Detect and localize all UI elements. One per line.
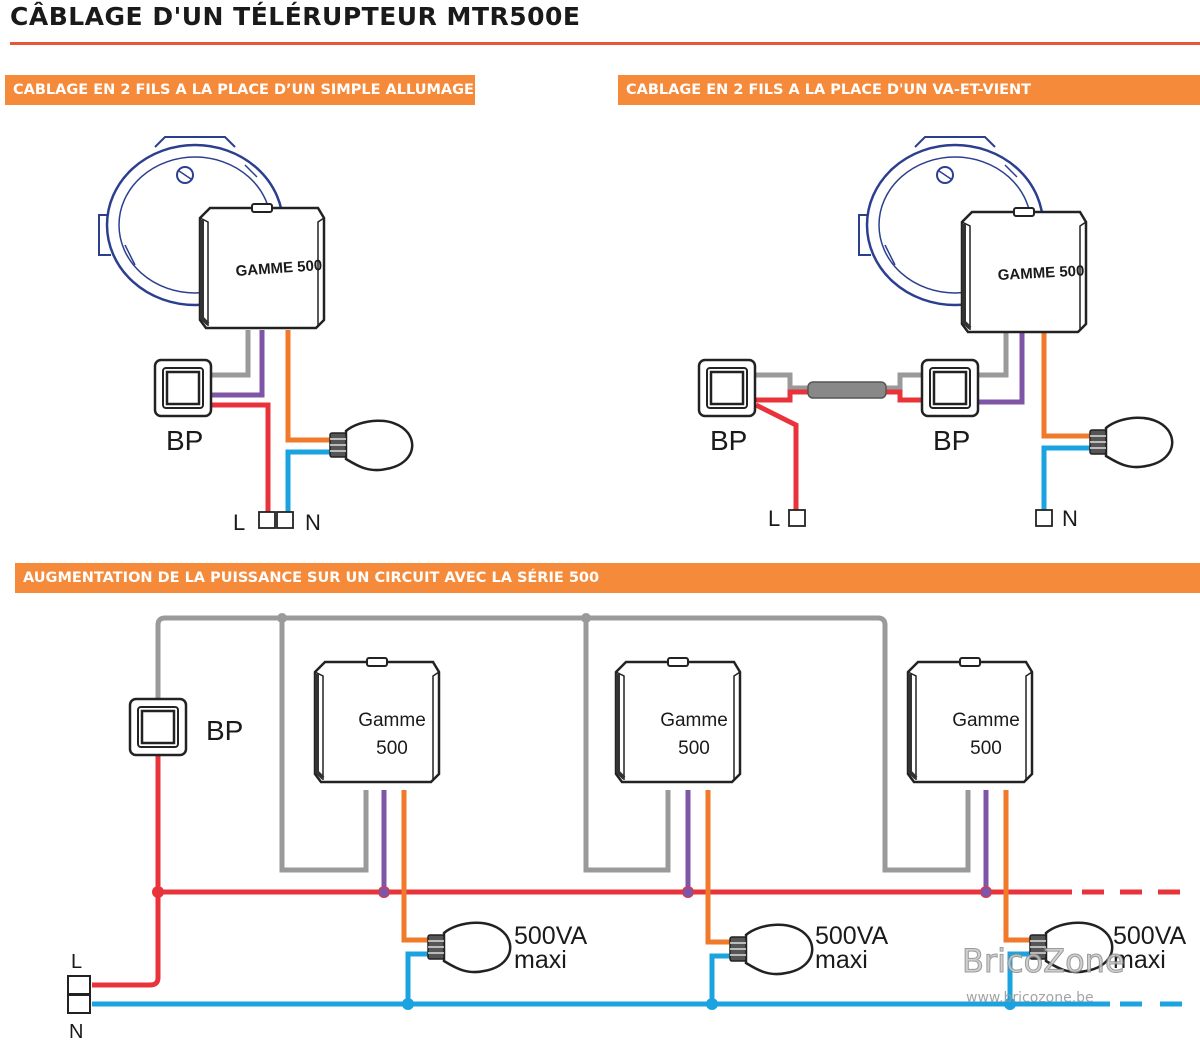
wire-orange-lamp-3 (1003, 790, 1030, 943)
live-label-1: L (233, 510, 245, 535)
wire-gray-2b (978, 330, 1009, 378)
module-b-line2: 500 (678, 738, 710, 759)
module-b-line1: Gamme (660, 710, 728, 731)
neutral-label-2: N (1062, 506, 1078, 531)
purple-junctions (379, 887, 991, 897)
neutral-label-3: N (69, 1021, 83, 1042)
module-label-2: GAMME 500 (997, 262, 1084, 284)
wire-neutral-2 (1041, 445, 1090, 510)
lamp-a-power: 500VA (514, 922, 588, 950)
terminal-n-3 (67, 994, 91, 1014)
title-rule (10, 42, 1200, 45)
wire-gray-drop-1 (279, 618, 369, 873)
wire-orange-1 (285, 330, 330, 443)
wire-orange-2 (1041, 330, 1090, 439)
bp-switch-1 (153, 358, 213, 418)
wire-live-vertical (92, 756, 161, 988)
wire-neutral-1 (285, 449, 330, 512)
gray-junctions (277, 613, 591, 623)
module-a-line1: Gamme (358, 710, 426, 731)
wire-gray-bus (155, 615, 971, 873)
wire-live-1 (212, 402, 271, 512)
module-c-line1: Gamme (952, 710, 1020, 731)
live-label-3: L (71, 951, 82, 973)
bp-switch-2a (697, 358, 757, 418)
neutral-label-1: N (305, 510, 321, 535)
wire-orange-lamp-2 (705, 790, 730, 945)
lamp-a-max: maxi (514, 946, 567, 974)
cable-sheath (807, 381, 887, 399)
section-puissance: Gamme 500 Gamme 500 Gamme 500 BP 500VA m… (67, 613, 1187, 1042)
wire-gray-drop-2 (583, 618, 671, 873)
section-banner-va-et-vient: CABLAGE EN 2 FILS A LA PLACE D'UN VA-ET-… (618, 75, 1200, 105)
wire-orange-lamp-1 (401, 790, 428, 943)
lamp-2 (1088, 416, 1174, 469)
watermark-brand: BricoZone (962, 942, 1125, 980)
wire-neutral-lamp-1 (405, 951, 428, 1004)
section-va-et-vient: GAMME 500 BP BP L N (697, 135, 1174, 531)
lamp-c-power: 500VA (1113, 922, 1187, 950)
bp-label-1: BP (166, 425, 203, 456)
lamp-b (728, 923, 814, 976)
neutral-junctions (402, 998, 1016, 1010)
bp-label-2b: BP (933, 425, 970, 456)
wire-purple-2 (978, 330, 1025, 405)
lamp-b-max: maxi (815, 946, 868, 974)
terminal-l-2 (788, 509, 806, 527)
wire-gray-1 (212, 330, 251, 378)
bp-label-3: BP (206, 715, 243, 746)
terminal-n-2 (1035, 509, 1053, 527)
section-simple-allumage: GAMME 500 BP L N (97, 135, 414, 535)
module-c-line2: 500 (970, 738, 1002, 759)
wire-neutral-lamp-2 (709, 953, 730, 1004)
wire-neutral-lamp-3 (1007, 951, 1030, 1004)
wire-purple-1 (212, 330, 265, 398)
wire-live-2b (754, 402, 799, 512)
watermark-url: www.bricozone.be (966, 990, 1094, 1006)
terminal-l-3 (67, 975, 91, 995)
lamp-1 (328, 419, 414, 472)
terminal-n-1 (276, 511, 294, 529)
lamp-a (426, 921, 512, 974)
module-label-1: GAMME 500 (235, 257, 323, 280)
section-banner-puissance: AUGMENTATION DE LA PUISSANCE SUR UN CIRC… (15, 563, 1200, 593)
bp-label-2a: BP (710, 425, 747, 456)
module-a-line2: 500 (376, 738, 408, 759)
bp-switch-2b (920, 358, 980, 418)
live-label-2: L (768, 506, 780, 531)
terminal-l-1 (258, 511, 276, 529)
bp-switch-3 (128, 697, 188, 757)
section-banner-simple-allumage: CABLAGE EN 2 FILS A LA PLACE D’UN SIMPLE… (5, 75, 475, 105)
page-title: CÂBLAGE D'UN TÉLÉRUPTEUR MTR500E (10, 2, 581, 31)
lamp-b-power: 500VA (815, 922, 889, 950)
lamp-c-max: maxi (1113, 946, 1166, 974)
